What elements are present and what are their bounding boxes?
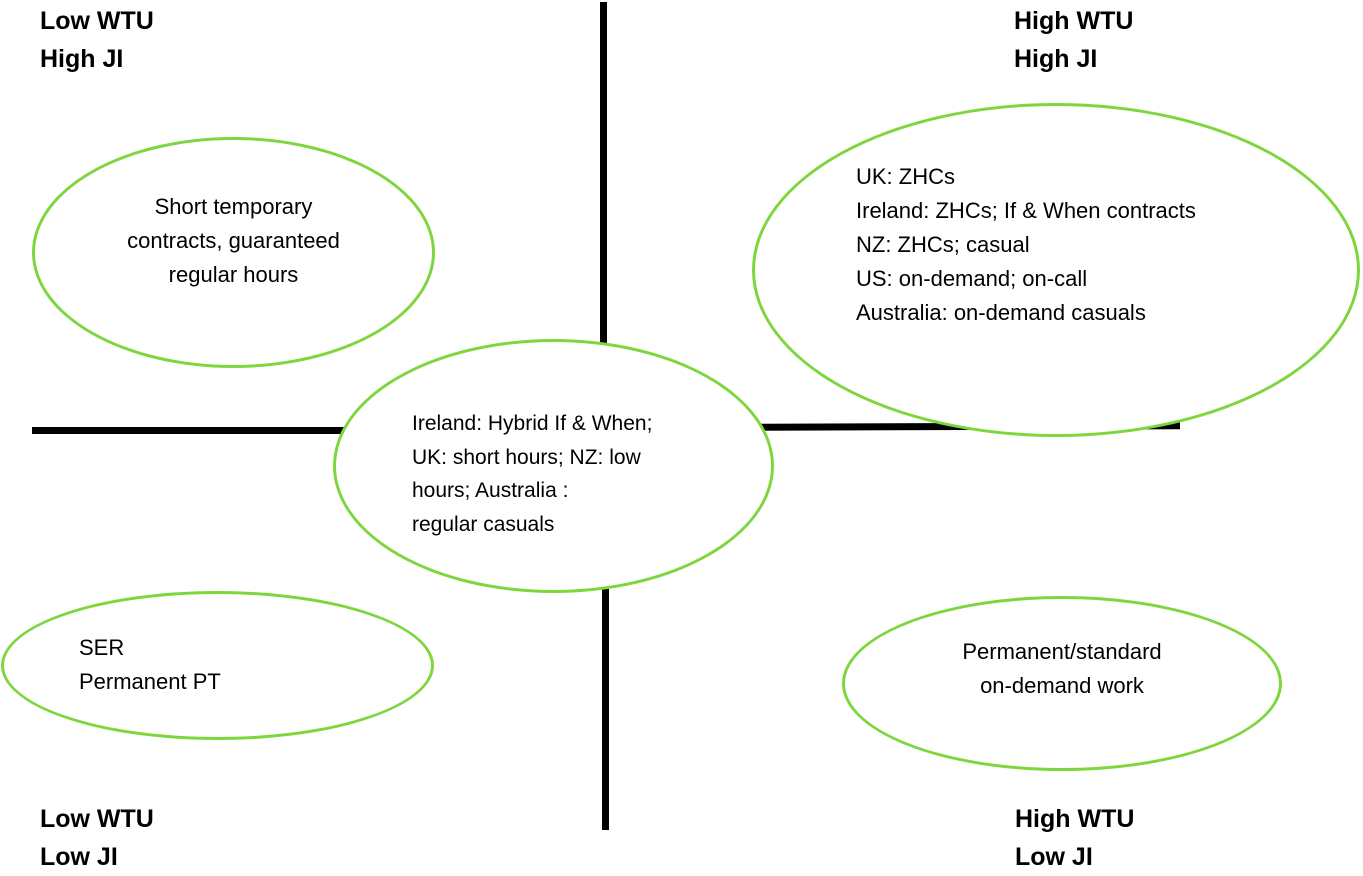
horizontal-axis-left (32, 427, 350, 434)
text-line: contracts, guaranteed (127, 228, 340, 253)
quadrant-label-bottom-right: High WTU Low JI (1015, 800, 1134, 876)
ellipse-bottom-left (1, 591, 434, 740)
text-line: Short temporary (154, 194, 313, 219)
text-line: Australia: on-demand casuals (856, 300, 1146, 325)
text-line: UK: short hours; NZ: low (412, 445, 641, 469)
ellipse-bottom-right-text: Permanent/standard on-demand work (842, 635, 1282, 703)
text-line: on-demand work (980, 673, 1144, 698)
wtu-label: High WTU (1014, 7, 1134, 35)
ellipse-bottom-right (842, 596, 1282, 771)
ellipse-top-right-text: UK: ZHCs Ireland: ZHCs; If & When contra… (856, 160, 1196, 330)
text-line: Permanent/standard (962, 639, 1162, 664)
quadrant-label-bottom-left: Low WTU Low JI (40, 800, 154, 876)
wtu-label: Low WTU (40, 7, 154, 35)
ellipse-top-left-text: Short temporary contracts, guaranteed re… (32, 190, 435, 292)
ji-label: High JI (1014, 45, 1098, 73)
text-line: NZ: ZHCs; casual (856, 232, 1030, 257)
text-line: regular casuals (412, 512, 555, 536)
wtu-label: Low WTU (40, 805, 154, 833)
text-line: Permanent PT (79, 669, 221, 694)
ji-label: High JI (40, 45, 124, 73)
ji-label: Low JI (40, 843, 118, 871)
quadrant-label-top-left: Low WTU High JI (40, 2, 154, 78)
ellipse-center-text: Ireland: Hybrid If & When; UK: short hou… (412, 407, 652, 541)
ellipse-top-left (32, 137, 435, 368)
wtu-label: High WTU (1015, 805, 1135, 833)
ellipse-top-right (752, 103, 1360, 437)
text-line: SER (79, 635, 125, 660)
text-line: UK: ZHCs (856, 164, 955, 189)
text-line: Ireland: Hybrid If & When; (412, 412, 653, 435)
text-line: Ireland: ZHCs; If & When contracts (856, 198, 1196, 223)
text-line: US: on-demand; on-call (856, 266, 1088, 291)
text-line: regular hours (168, 262, 299, 287)
ellipse-bottom-left-text: SER Permanent PT (79, 631, 221, 699)
quadrant-label-top-right: High WTU High JI (1014, 2, 1133, 78)
vertical-axis-top (600, 2, 607, 359)
vertical-axis-bottom (602, 588, 609, 830)
ji-label: Low JI (1015, 843, 1093, 871)
text-line: hours; Australia : (412, 479, 569, 502)
ellipse-center (333, 339, 774, 593)
